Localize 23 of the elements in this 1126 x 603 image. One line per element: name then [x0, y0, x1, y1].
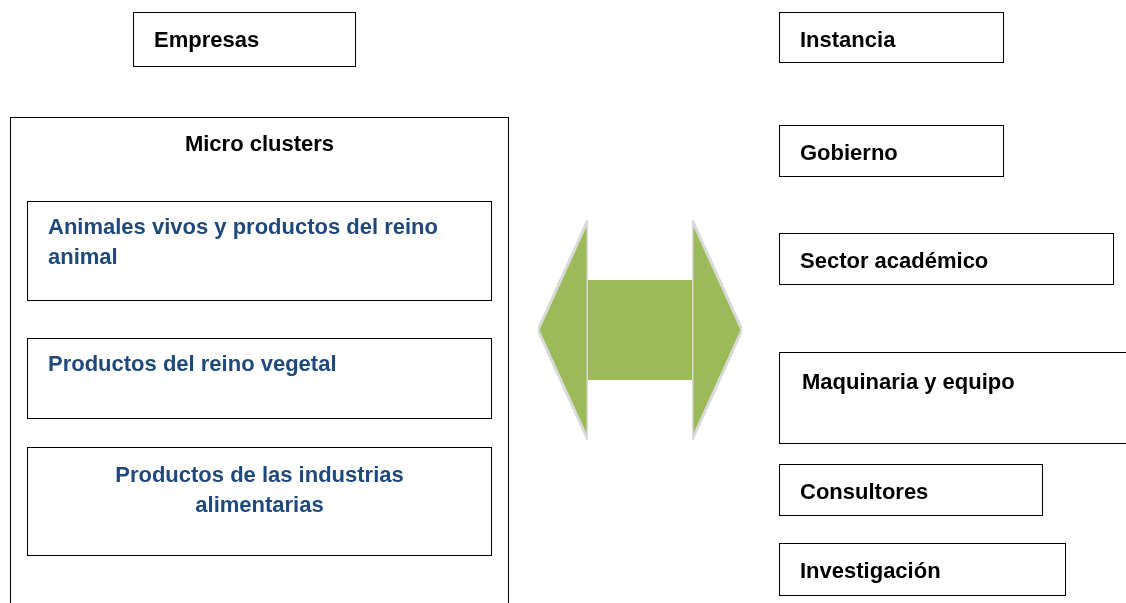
text-box	[27, 338, 492, 419]
text-box	[779, 233, 1114, 285]
text-box	[133, 12, 356, 67]
double-arrow	[536, 218, 744, 442]
text-box	[27, 447, 492, 556]
box-label: Maquinaria y equipo	[801, 368, 1016, 396]
box-label: Investigación	[799, 557, 942, 585]
box-label: Instancia	[799, 26, 897, 54]
text-box	[779, 352, 1126, 444]
text-box	[779, 12, 1004, 63]
box-label: Productos de las industrias alimentarias	[114, 461, 405, 519]
box-label: Consultores	[799, 478, 930, 506]
box-label: Animales vivos y productos del reino animal	[47, 213, 439, 271]
box-label: Gobierno	[799, 139, 899, 167]
box-label: Empresas	[153, 26, 261, 54]
text-box	[779, 543, 1066, 596]
text-box	[779, 125, 1004, 177]
group-box	[10, 117, 509, 603]
text-box	[779, 464, 1043, 516]
text-box	[27, 201, 492, 301]
box-label: Sector académico	[799, 247, 990, 275]
box-label: Productos del reino vegetal	[47, 350, 338, 378]
group-heading: Micro clusters	[184, 131, 335, 156]
